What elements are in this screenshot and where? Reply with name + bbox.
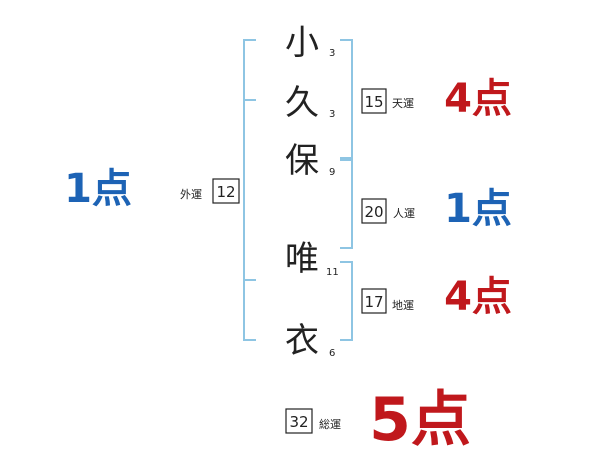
chikaku-score: 4点 [444, 274, 512, 320]
name-char-5: 衣 [285, 321, 319, 361]
chikaku-value: 17 [364, 293, 383, 311]
chikaku-box [361, 288, 387, 314]
stroke-count-4: 11 [326, 267, 339, 278]
chikaku-bracket [340, 261, 353, 341]
soukaku-box [285, 408, 313, 434]
jinkaku-box [361, 198, 387, 224]
stroke-count-5: 6 [329, 348, 335, 359]
stroke-count-2: 3 [329, 109, 335, 120]
name-char-4: 唯 [285, 239, 319, 279]
soukaku-value: 32 [289, 413, 308, 431]
gaikaku-score: 1点 [64, 166, 132, 212]
soukaku-label: 総運 [319, 417, 341, 431]
soukaku-score: 5点 [369, 385, 471, 455]
tenkaku-bracket [340, 39, 353, 159]
jinkaku-score: 1点 [444, 186, 512, 232]
gaikaku-box [212, 178, 240, 204]
jinkaku-bracket [340, 159, 353, 249]
gaikaku-value: 12 [216, 183, 235, 201]
stroke-count-1: 3 [329, 48, 335, 59]
name-char-1: 小 [285, 23, 319, 63]
tenkaku-score: 4点 [444, 76, 512, 122]
tenkaku-value: 15 [364, 93, 383, 111]
tenkaku-label: 天運 [392, 97, 414, 110]
chikaku-label: 地運 [392, 299, 414, 312]
outer-bracket [243, 39, 256, 341]
name-char-3: 保 [285, 141, 319, 181]
jinkaku-label: 人運 [393, 207, 415, 220]
jinkaku-value: 20 [364, 203, 383, 221]
gaikaku-label: 外運 [180, 188, 202, 201]
tenkaku-box [361, 88, 387, 114]
name-char-2: 久 [285, 83, 319, 123]
stroke-count-3: 9 [329, 167, 335, 178]
